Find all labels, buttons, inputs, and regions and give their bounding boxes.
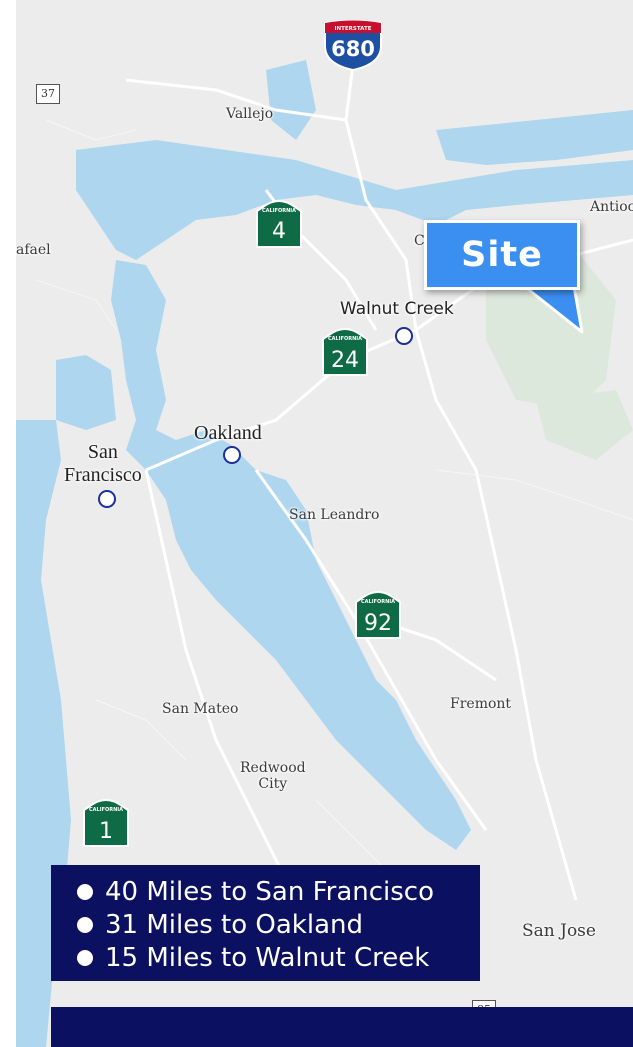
distance-text: 40 Miles to San Francisco — [105, 876, 435, 907]
city-label-vallejo: Vallejo — [226, 106, 274, 122]
interstate-680-shield-icon: INTERSTATE 680 — [322, 20, 384, 72]
distance-item: 15 Miles to Walnut Creek — [77, 941, 480, 974]
river-water — [266, 60, 316, 140]
interstate-banner: INTERSTATE — [334, 26, 371, 32]
bullet-icon — [77, 883, 93, 900]
city-label-antioch: Antioc — [590, 199, 633, 215]
city-label-san-leandro: San Leandro — [289, 507, 380, 523]
bullet-icon — [77, 916, 93, 933]
city-label-oakland: Oakland — [194, 422, 262, 444]
ca-24-shield-icon: CALIFORNIA 24 — [321, 323, 369, 377]
city-label-walnut-creek: Walnut Creek — [340, 299, 454, 319]
site-callout-label: Site — [424, 220, 580, 290]
ca-92-shield-icon: CALIFORNIA 92 — [354, 586, 402, 640]
interstate-number: 680 — [331, 37, 375, 61]
distance-info-panel: 40 Miles to San Francisco 31 Miles to Oa… — [51, 865, 480, 981]
bay-water — [76, 140, 633, 260]
bottom-bar — [51, 1007, 633, 1047]
distance-item: 40 Miles to San Francisco — [77, 875, 480, 908]
distance-text: 31 Miles to Oakland — [105, 909, 363, 940]
ca-number: 4 — [272, 219, 286, 244]
ca-banner: CALIFORNIA — [262, 208, 296, 214]
route-37-marker: 37 — [36, 84, 60, 104]
city-label-san-mateo: San Mateo — [162, 701, 239, 717]
ca-1-shield-icon: CALIFORNIA 1 — [82, 794, 130, 848]
ca-number: 1 — [99, 819, 113, 844]
city-label-san-jose: San Jose — [522, 921, 596, 941]
distance-item: 31 Miles to Oakland — [77, 908, 480, 941]
central-bay-water — [111, 260, 471, 850]
ca-banner: CALIFORNIA — [361, 599, 395, 605]
ca-4-shield-icon: CALIFORNIA 4 — [255, 195, 303, 249]
ca-banner: CALIFORNIA — [89, 807, 123, 813]
ca-number: 92 — [364, 611, 392, 636]
bullet-icon — [77, 949, 93, 966]
city-label-san-rafael: afael — [16, 242, 51, 258]
golden-gate-water — [56, 355, 116, 430]
marker-san-francisco[interactable] — [98, 490, 116, 508]
park-area — [486, 250, 616, 410]
city-label-san-francisco: San Francisco — [64, 441, 142, 486]
ca-number: 24 — [331, 348, 359, 373]
city-label-concord: C — [414, 233, 425, 249]
ca-banner: CALIFORNIA — [328, 336, 362, 342]
park-area — [536, 390, 633, 460]
city-label-fremont: Fremont — [450, 696, 512, 712]
marker-walnut-creek[interactable] — [395, 327, 413, 345]
marker-oakland[interactable] — [223, 446, 241, 464]
city-label-redwood-city: Redwood City — [240, 760, 306, 792]
distance-text: 15 Miles to Walnut Creek — [105, 942, 430, 973]
delta-water — [436, 110, 633, 165]
